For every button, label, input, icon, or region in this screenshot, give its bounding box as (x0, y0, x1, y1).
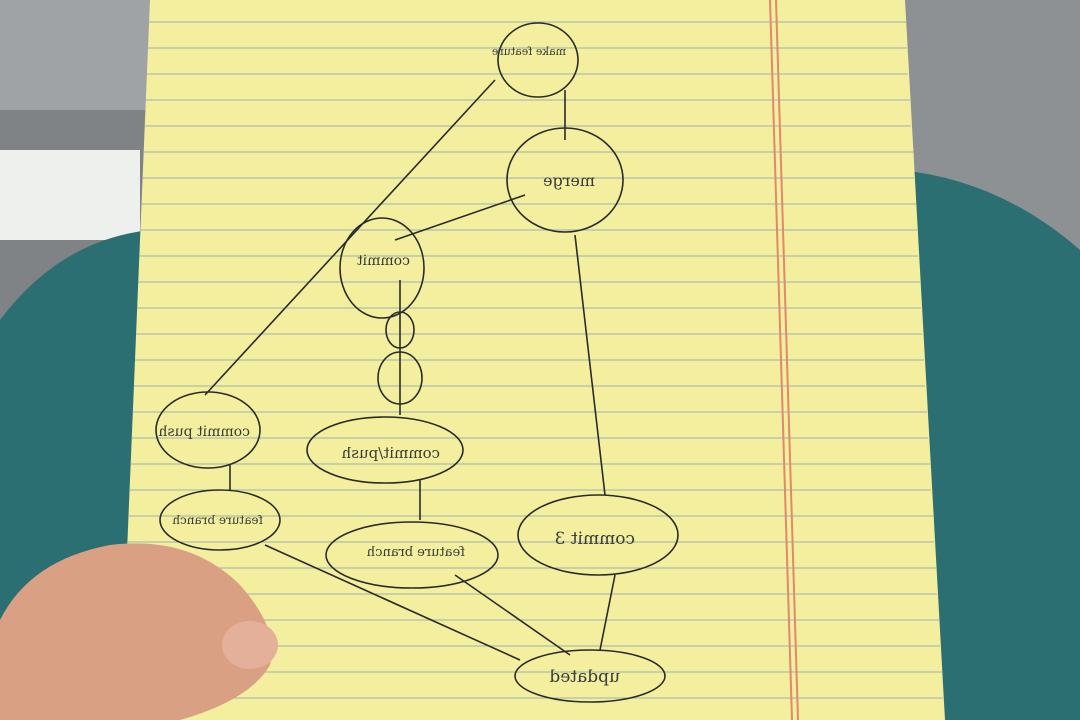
label-commit-3: commit 3 (555, 529, 635, 549)
node-merge (506, 127, 624, 233)
graph-edges (204, 79, 616, 661)
ceiling-light (0, 150, 140, 240)
node-commit-top (339, 217, 425, 319)
node-commit-push-left (155, 391, 261, 469)
hand (0, 543, 272, 720)
rule-lines (122, 21, 943, 699)
margin-line-2 (775, 0, 799, 720)
label-feature-branch-a: feature branch (172, 513, 263, 527)
node-small-bottom (377, 351, 423, 405)
node-updated (514, 649, 666, 703)
node-feature-branch-a (159, 489, 281, 551)
label-feature-branch-b: feature branch (366, 545, 465, 560)
node-final (497, 22, 579, 98)
node-small-middle (385, 311, 415, 349)
handwritten-labels: updated feature branch feature branch co… (158, 45, 635, 687)
node-feature-branch-b (325, 521, 499, 589)
margin-line (769, 0, 793, 720)
label-merge: merge (543, 171, 595, 190)
node-commit-push-mid (306, 416, 464, 484)
node-commit-3 (517, 494, 679, 576)
graph-nodes (155, 22, 679, 703)
label-commit-push-mid: commit/push (341, 444, 440, 462)
label-commit-top: commit (357, 253, 410, 269)
label-final: make feature (492, 45, 566, 58)
label-commit-push-left: commit push (158, 424, 250, 440)
label-updated: updated (549, 667, 620, 687)
thumb (222, 621, 278, 669)
